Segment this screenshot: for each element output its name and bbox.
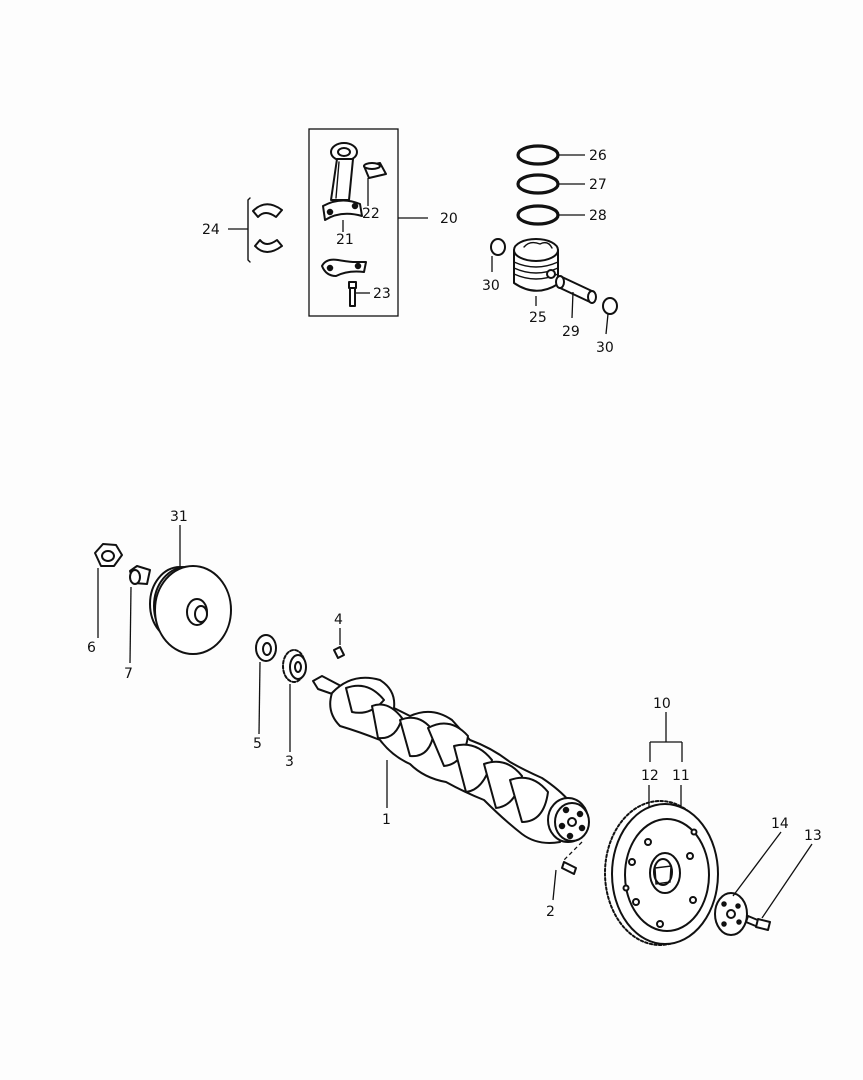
piston-rings [516, 144, 585, 226]
callout-31: 31 [170, 509, 188, 525]
callout-13: 13 [804, 828, 822, 844]
rod-cap [321, 258, 367, 277]
callout-20: 20 [440, 211, 458, 227]
piston-ring-oil [516, 204, 560, 226]
callout-30-right: 30 [596, 340, 614, 356]
thrust-washer [255, 634, 277, 735]
callout-1: 1 [382, 812, 391, 828]
callout-29: 29 [562, 324, 580, 340]
callout-25: 25 [529, 310, 547, 326]
callout-10: 10 [653, 696, 671, 712]
pulley-nut [94, 543, 123, 638]
callout-3: 3 [285, 754, 294, 770]
circlip-right [602, 297, 618, 335]
gudgeon-pin [555, 275, 597, 319]
callout-5: 5 [253, 736, 262, 752]
callout-14: 14 [771, 816, 789, 832]
circlip-left [490, 238, 506, 272]
callout-6: 6 [87, 640, 96, 656]
callout-4: 4 [334, 612, 343, 628]
callout-23: 23 [373, 286, 391, 302]
callout-labels: 20 22 21 23 24 26 27 28 30 25 29 30 31 4… [87, 148, 822, 920]
piston [513, 238, 559, 306]
callout-7: 7 [124, 666, 133, 682]
rod-bolt [348, 281, 357, 307]
flywheel-bolt [745, 843, 813, 931]
callout-21: 21 [336, 232, 354, 248]
rod-group-frame [308, 128, 399, 317]
dowel-pin [552, 841, 583, 901]
flywheel-lock-plate [714, 831, 782, 936]
woodruff-key [333, 628, 345, 659]
connecting-rod [322, 142, 363, 221]
piston-ring-top [516, 144, 560, 166]
callout-11: 11 [672, 768, 690, 784]
crankshaft-pulley [149, 525, 232, 655]
small-end-bush [363, 162, 387, 179]
callout-24: 24 [202, 222, 220, 238]
callout-30-left: 30 [482, 278, 500, 294]
crankshaft [312, 675, 590, 844]
callout-26: 26 [589, 148, 607, 164]
callout-22: 22 [362, 206, 380, 222]
callout-27: 27 [589, 177, 607, 193]
crankshaft-gear [282, 649, 307, 752]
callout-2: 2 [546, 904, 555, 920]
spacer-bush [129, 565, 151, 664]
callout-12: 12 [641, 768, 659, 784]
callout-28: 28 [589, 208, 607, 224]
piston-ring-second [516, 173, 560, 195]
flywheel-assembly [604, 712, 719, 946]
connecting-rod-assembly [308, 128, 428, 317]
big-end-bearing-shells [228, 197, 283, 263]
